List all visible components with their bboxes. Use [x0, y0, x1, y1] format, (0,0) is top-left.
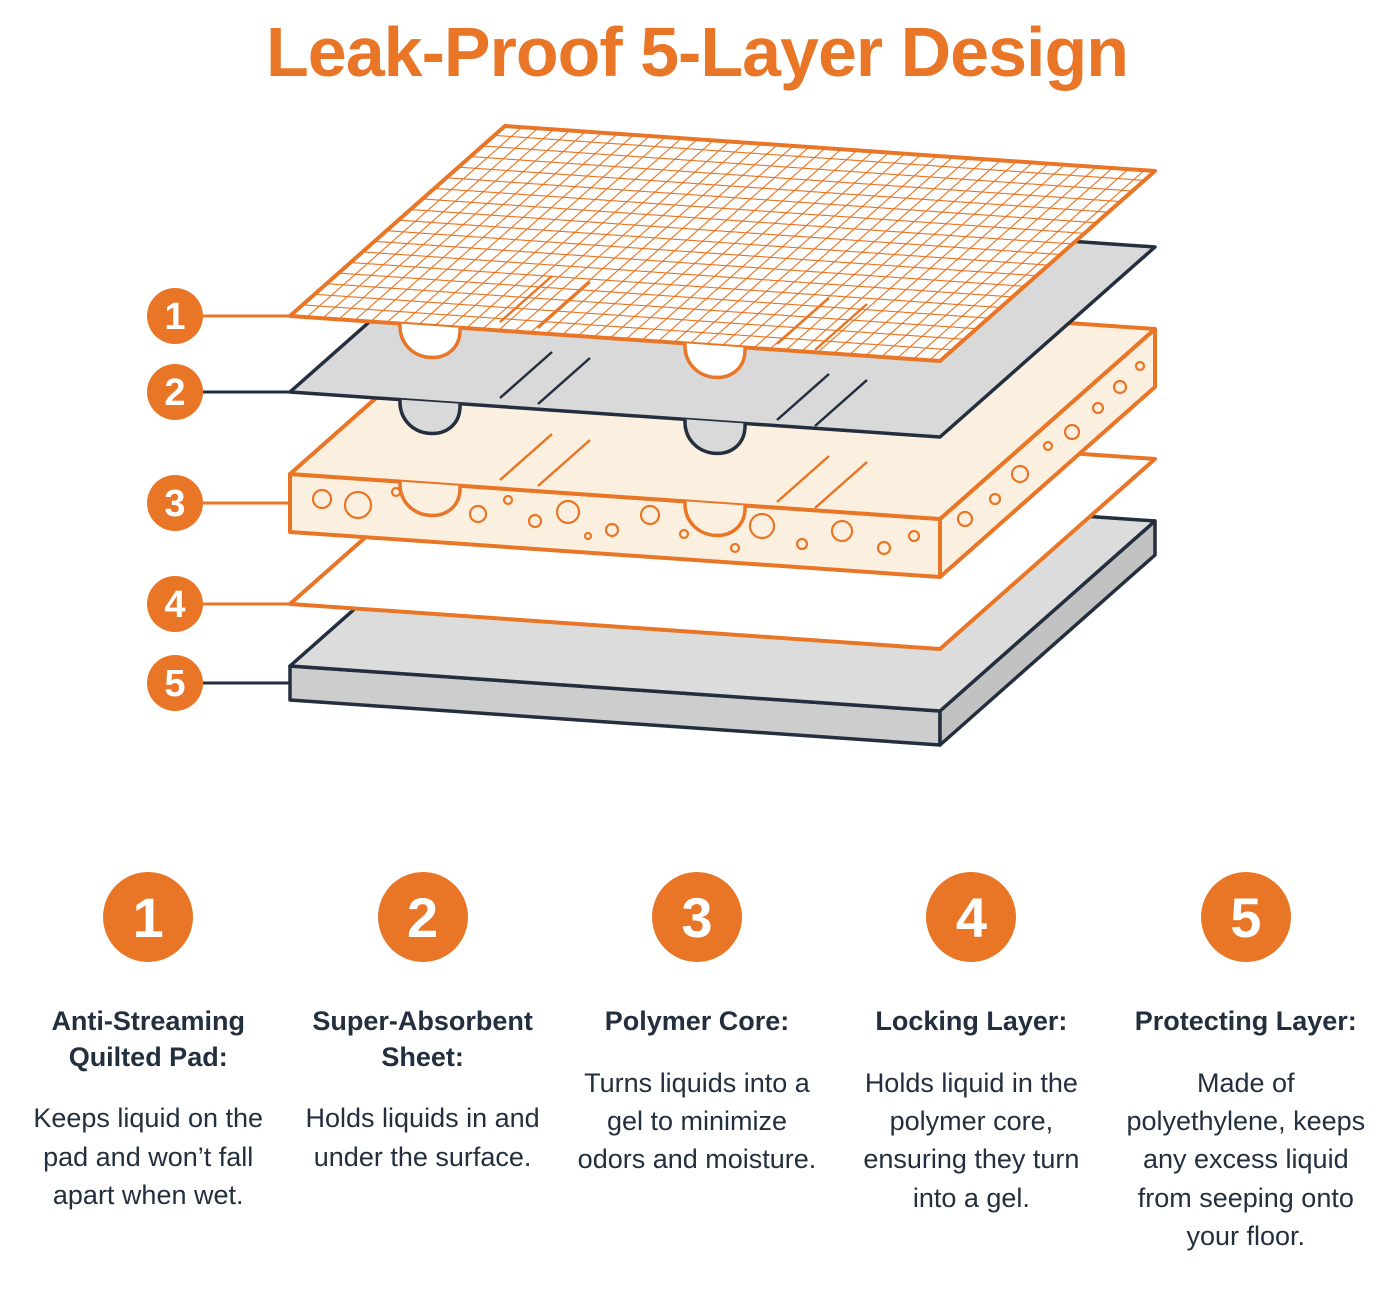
- legend-heading-2: Super-Absorbent Sheet:: [312, 1006, 533, 1072]
- legend-description-3: Turns liquids into a gel to minimize odo…: [577, 1067, 817, 1175]
- core-quilt-lines: [499, 433, 868, 509]
- legend-number-badge-3: 3: [651, 872, 742, 962]
- legend-number-badge-5: 5: [1200, 872, 1291, 962]
- callout-lines: [203, 314, 292, 685]
- legend: 1 Anti-Streaming Quilted Pad: Keeps liqu…: [0, 872, 1394, 1255]
- layer-1-quilted-mesh: [288, 124, 1157, 380]
- svg-text:2: 2: [164, 372, 185, 414]
- callout-badges: 1 2 3 4 5: [147, 288, 203, 711]
- legend-number-badge-4: 4: [926, 872, 1017, 962]
- svg-text:4: 4: [164, 584, 185, 626]
- legend-heading-3: Polymer Core:: [604, 1006, 790, 1036]
- legend-description-2: Holds liquids in and under the surface.: [305, 1103, 540, 1172]
- mesh-quilt-pocket: [683, 343, 747, 380]
- svg-text:5: 5: [164, 663, 185, 705]
- legend-description-1: Keeps liquid on the pad and won’t fall a…: [33, 1103, 264, 1210]
- callout-badge-1: 1: [147, 288, 203, 344]
- polymer-bubbles: [311, 360, 1146, 556]
- layer-diagram-svg: 1 2 3 4 5: [147, 124, 1157, 747]
- callout-badge-3: 3: [147, 475, 203, 531]
- callout-badge-5: 5: [147, 655, 203, 711]
- exploded-layer-diagram: 1 2 3 4 5: [0, 94, 1394, 784]
- sheet-quilt-pocket: [398, 399, 462, 436]
- sheet-quilt-lines: [499, 351, 868, 427]
- legend-item-3: 3 Polymer Core: Turns liquids into a gel…: [573, 872, 821, 1255]
- legend-heading-1: Anti-Streaming Quilted Pad:: [51, 1006, 245, 1072]
- mesh-quilt-pocket: [398, 323, 462, 360]
- sheet-quilt-pocket: [683, 419, 747, 456]
- legend-item-1: 1 Anti-Streaming Quilted Pad: Keeps liqu…: [24, 872, 272, 1255]
- legend-item-4: 4 Locking Layer: Holds liquid in the pol…: [847, 872, 1095, 1255]
- legend-description-5: Made of polyethylene, keeps any excess l…: [1126, 1067, 1366, 1251]
- callout-badge-2: 2: [147, 364, 203, 420]
- callout-badge-4: 4: [147, 576, 203, 632]
- svg-text:3: 3: [164, 483, 185, 525]
- svg-text:1: 1: [164, 296, 185, 338]
- core-quilt-dip: [683, 501, 747, 538]
- legend-heading-4: Locking Layer:: [875, 1006, 1068, 1036]
- mesh-quilt-lines: [499, 275, 868, 351]
- page-title: Leak-Proof 5-Layer Design: [266, 13, 1129, 91]
- legend-number-badge-2: 2: [377, 872, 468, 962]
- core-quilt-dip: [398, 481, 462, 518]
- legend-item-2: 2 Super-Absorbent Sheet: Holds liquids i…: [298, 872, 546, 1255]
- legend-item-5: 5 Protecting Layer: Made of polyethylene…: [1122, 872, 1370, 1255]
- legend-heading-5: Protecting Layer:: [1134, 1006, 1357, 1036]
- legend-description-4: Holds liquid in the polymer core, ensuri…: [863, 1067, 1080, 1213]
- legend-number-badge-1: 1: [103, 872, 194, 962]
